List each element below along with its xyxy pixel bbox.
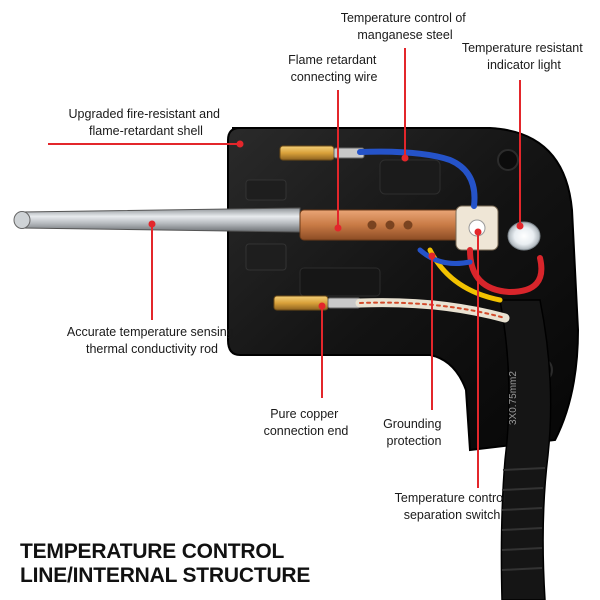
title-line-1: TEMPERATURE CONTROL <box>20 540 285 563</box>
callout-separation-switch: Temperature control separation switch <box>395 491 510 522</box>
callout-indicator-light: Temperature resistant indicator light <box>462 41 586 72</box>
title-line-2: LINE/INTERNAL STRUCTURE <box>20 564 311 587</box>
internal-chamber <box>299 267 381 297</box>
upper-brass-terminal <box>279 145 365 161</box>
callout-shell: Upgraded fire-resistant and flame-retard… <box>69 107 224 138</box>
screw-boss-icon <box>497 149 519 171</box>
blue-wire-lower <box>417 247 473 266</box>
callout-copper-end: Pure copper connection end <box>264 407 349 438</box>
callout-grounding: Grounding protection <box>383 417 445 448</box>
terminal-slot <box>245 243 287 271</box>
callout-manganese-steel: Temperature control of manganese steel <box>341 11 470 42</box>
page-title: TEMPERATURE CONTROL LINE/INTERNAL STRUCT… <box>20 540 310 588</box>
red-wire <box>467 247 545 296</box>
callout-thermal-rod: Accurate temperature sensing thermal con… <box>67 325 237 356</box>
callout-lines <box>48 48 524 488</box>
callout-connecting-wire: Flame retardant connecting wire <box>288 53 380 84</box>
terminal-slot <box>245 179 287 201</box>
cable-print: 3X0.75mm2 <box>508 371 519 425</box>
internal-chamber <box>379 159 441 195</box>
lower-brass-terminal <box>273 295 361 311</box>
internal-wiring <box>355 148 545 323</box>
thermal-rod <box>13 207 301 233</box>
indicator-light <box>507 221 541 251</box>
power-cable: 3X0.75mm2 <box>499 299 552 600</box>
blue-wire <box>357 148 478 209</box>
copper-contact-strip <box>299 209 461 241</box>
